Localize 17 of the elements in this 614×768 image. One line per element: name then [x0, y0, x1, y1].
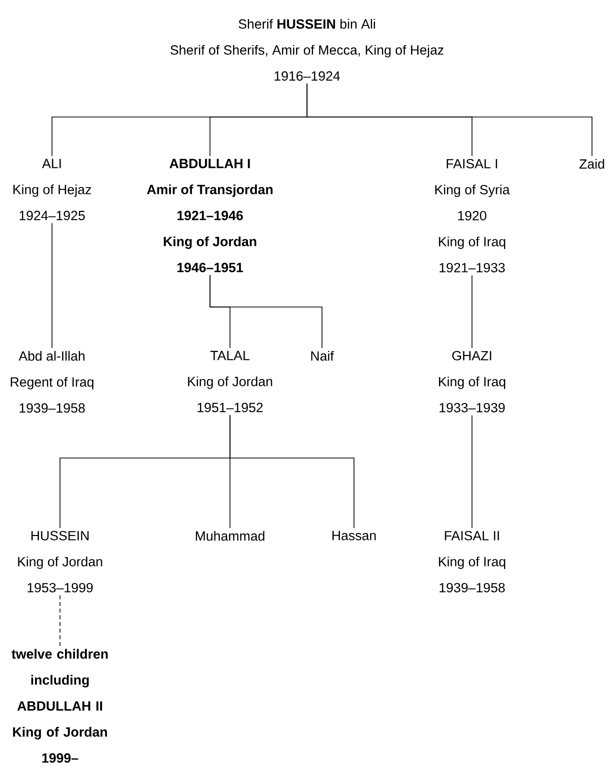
person-entry: HUSSEIN King of Jordan 1953–1999	[18, 530, 102, 592]
person-entry: Muhammad	[196, 530, 264, 541]
person-entry: ALI King of Hejaz 1924–1925	[13, 158, 91, 220]
person-entry: FAISAL II King of Iraq 1939–1958	[438, 530, 506, 592]
person-entry: Hassan	[332, 530, 376, 540]
family-line	[230, 414, 354, 528]
person-entry: TALAL King of Jordan 1951–1952	[188, 350, 272, 412]
person-entry: GHAZI King of Iraq 1933–1939	[438, 350, 506, 412]
person-entry: ABDULLAH I Amir of Transjordan 1921–1946 King of Jordan 1946–1951	[147, 158, 273, 272]
person-entry: Sherif HUSSEIN bin Ali Sherif of Sherifs, Amir of Mecca, King of Hejaz 1916–1924	[170, 18, 444, 81]
person-entry: Abd al-Illah Regent of Iraq 1939–1958	[10, 350, 94, 413]
family-line	[210, 274, 322, 348]
person-entry: Naif	[311, 350, 334, 361]
person-entry: twelve children including ABDULLAH II King of Jordan 1999–	[12, 648, 108, 763]
person-entry: FAISAL I King of Syria 1920 King of Iraq 1921–1933	[435, 158, 510, 272]
family-line	[306, 83, 592, 156]
person-entry: Zaid	[579, 158, 604, 169]
